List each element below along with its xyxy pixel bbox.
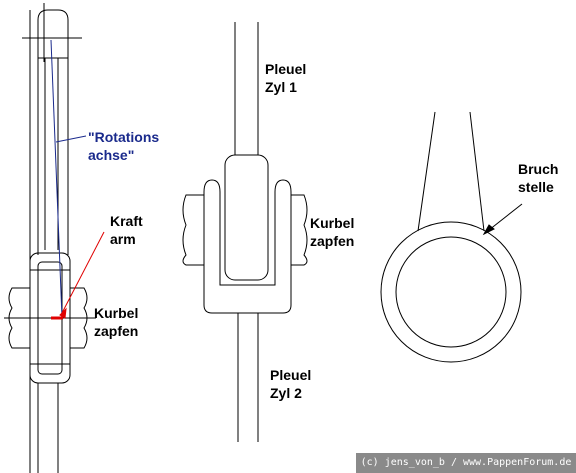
crank-pin-left-stub xyxy=(182,194,204,266)
upper-rod-end xyxy=(224,154,269,281)
lower-rod-fork xyxy=(203,179,292,314)
rod-eye-inner xyxy=(395,236,507,348)
rod-taper-left xyxy=(417,111,436,232)
rod-top-cap xyxy=(37,9,69,58)
rod-eye-outer xyxy=(380,221,522,363)
fracture-pointer xyxy=(488,203,523,231)
right-fracture-view xyxy=(380,111,523,363)
rotation-axis-pointer xyxy=(55,135,87,143)
lever-arm-pointer xyxy=(61,231,105,314)
lever-arm-arrowhead xyxy=(59,307,67,319)
copyright-watermark: (c) jens_von_b / www.PappenForum.de xyxy=(356,453,576,473)
fracture-arrowhead xyxy=(482,224,495,236)
rod-taper-right xyxy=(469,111,485,232)
crank-pin-right-stub xyxy=(291,194,308,266)
rotation-axis-line xyxy=(50,39,63,319)
middle-front-view xyxy=(182,22,308,442)
left-side-view xyxy=(4,3,105,473)
